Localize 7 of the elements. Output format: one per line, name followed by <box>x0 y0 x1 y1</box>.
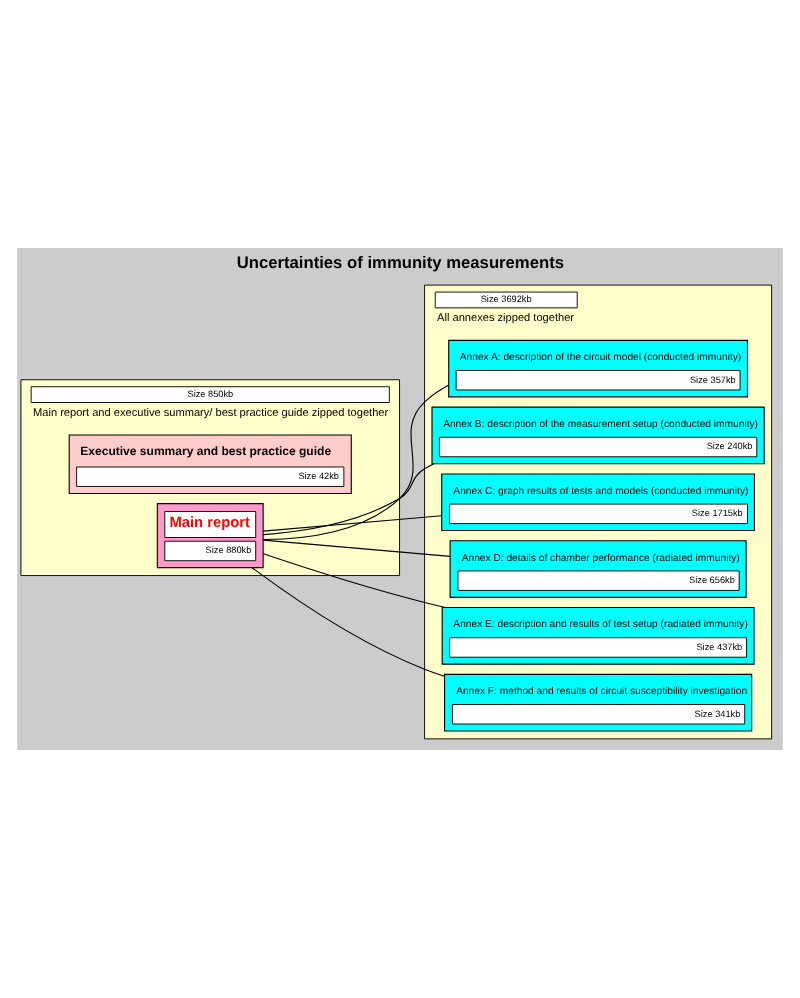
connector <box>251 567 445 677</box>
connector <box>262 553 446 609</box>
connector <box>262 539 451 557</box>
connector <box>262 384 449 541</box>
diagram-title: Uncertainties of immunity measurements <box>236 251 565 272</box>
connector <box>262 515 443 532</box>
connector <box>262 463 435 536</box>
